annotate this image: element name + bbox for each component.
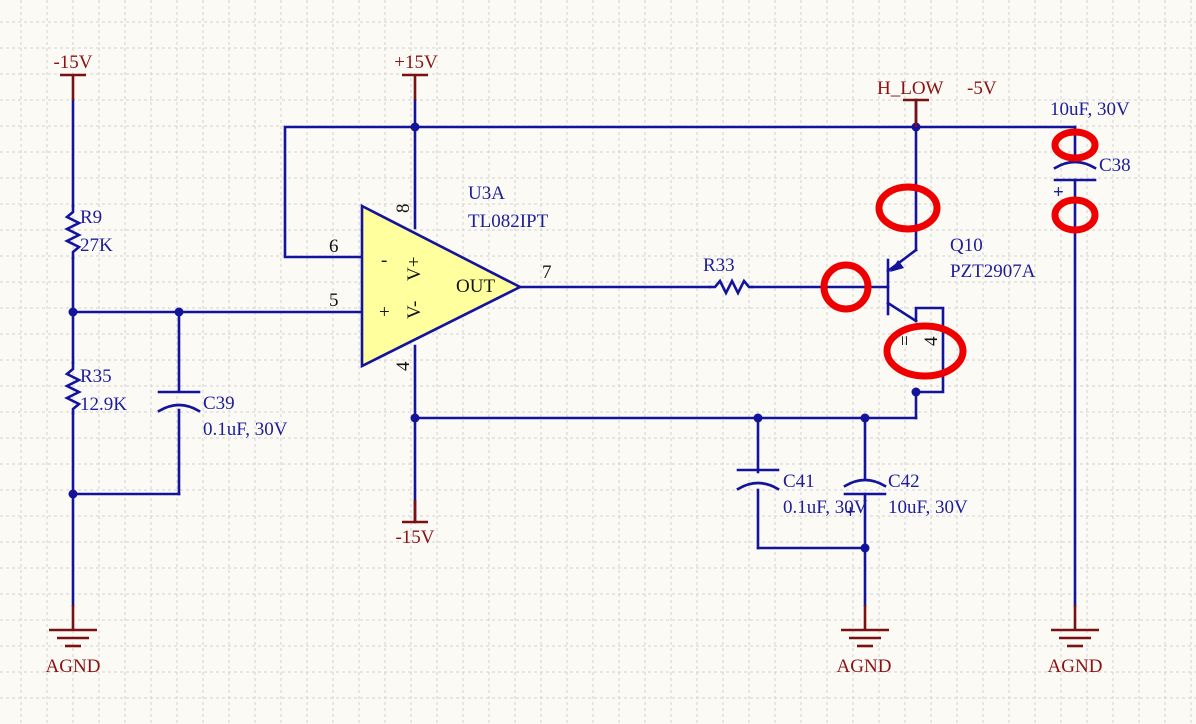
capacitor-ref: C38	[1099, 155, 1131, 176]
highlight-circle-q10-collector	[883, 322, 967, 380]
pin-number-4: 4	[393, 361, 414, 371]
opamp-vpos-label: V+	[404, 257, 425, 281]
resistor-zigzag	[64, 204, 82, 260]
polarity-plus-sign: +	[845, 502, 856, 523]
resistor-value: 27K	[80, 235, 113, 256]
opamp-ref: U3A	[468, 183, 505, 204]
opamp-body	[360, 203, 523, 369]
junction-dot	[410, 122, 420, 132]
polarity-plus-sign: +	[1053, 182, 1064, 203]
annotation-highlights	[820, 128, 1099, 380]
ground-label: AGND	[837, 656, 892, 677]
capacitor-curved-plate	[736, 481, 780, 491]
power-port-label: -15V	[53, 52, 92, 73]
junction-dot	[68, 489, 78, 499]
opamp-u3a[interactable]: - + V- V+ OUT U3A TL082IPT 6 5 7 8 4	[329, 183, 552, 371]
transistor-q10[interactable]: 4 = Q10 PZT2907A	[886, 228, 1036, 394]
junction-dot	[860, 543, 870, 553]
capacitor-value: 10uF, 30V	[1050, 99, 1130, 120]
capacitor-curved-plate	[1053, 160, 1097, 170]
agnd-symbol-middle[interactable]: AGND	[837, 605, 892, 677]
transistor-emitter-leg	[886, 248, 918, 273]
transistor-collector-pin-mark: =	[895, 335, 916, 346]
junction-dot	[410, 413, 420, 423]
capacitor-c39[interactable]: C39 0.1uF, 30V	[157, 390, 288, 440]
ground-label: AGND	[1048, 656, 1103, 677]
opamp-part: TL082IPT	[468, 211, 549, 232]
capacitor-c42[interactable]: + C42 10uF, 30V	[843, 471, 968, 523]
opamp-minus-label: -	[381, 250, 387, 271]
agnd-symbol-right[interactable]: AGND	[1048, 605, 1103, 677]
junction-dot	[753, 413, 763, 423]
capacitor-value: 0.1uF, 30V	[783, 497, 868, 518]
pin-number-7: 7	[542, 262, 552, 283]
capacitor-c41[interactable]: C41 0.1uF, 30V	[736, 468, 868, 518]
power-port-h-low[interactable]: H_LOW -5V	[877, 78, 997, 127]
pin-number-5: 5	[329, 290, 339, 311]
capacitor-ref: C42	[888, 471, 920, 492]
pin-number-8: 8	[393, 204, 414, 214]
resistor-r9[interactable]: R9 27K	[64, 204, 113, 260]
capacitor-curved-plate	[843, 478, 887, 488]
resistor-ref: R35	[80, 366, 112, 387]
capacitor-c38[interactable]: + C38 10uF, 30V	[1050, 99, 1131, 203]
wire-feedback	[283, 125, 1077, 259]
resistor-value: 12.9K	[80, 394, 127, 415]
power-port-neg15-bottom[interactable]: -15V	[395, 500, 435, 548]
resistor-ref: R33	[703, 255, 735, 276]
transistor-tab-pin-number: 4	[921, 336, 942, 346]
junction-dot	[174, 307, 184, 317]
power-port-value: -5V	[967, 78, 997, 99]
ground-label: AGND	[46, 656, 101, 677]
highlight-circle-q10-emitter	[875, 183, 941, 233]
wires	[68, 98, 1077, 607]
resistor-zigzag	[708, 278, 754, 296]
resistor-r33[interactable]: R33	[703, 255, 754, 296]
highlight-circle-c38-bottom	[1051, 196, 1099, 234]
power-port-neg15-top[interactable]: -15V	[53, 52, 93, 100]
power-port-label: H_LOW	[877, 78, 944, 99]
capacitor-value: 0.1uF, 30V	[203, 419, 288, 440]
transistor-collector-leg	[886, 301, 918, 323]
transistor-collector-lead	[914, 306, 945, 394]
capacitor-curved-plate	[157, 403, 201, 413]
resistor-ref: R9	[80, 207, 102, 228]
capacitor-value: 10uF, 30V	[888, 497, 968, 518]
transistor-emitter-arrow	[890, 260, 904, 272]
transistor-part: PZT2907A	[950, 261, 1036, 282]
resistor-r35[interactable]: R35 12.9K	[64, 361, 127, 415]
opamp-plus-label: +	[379, 302, 390, 323]
power-port-pos15[interactable]: +15V	[394, 52, 438, 100]
pin-number-6: 6	[329, 236, 339, 257]
junction-dot	[860, 413, 870, 423]
capacitor-ref: C39	[203, 393, 235, 414]
resistor-zigzag	[64, 361, 82, 415]
opamp-out-label: OUT	[456, 276, 495, 297]
power-port-label: +15V	[394, 52, 438, 73]
transistor-ref: Q10	[950, 235, 983, 256]
highlight-circle-q10-base	[820, 261, 872, 313]
highlight-circle-c38-top	[1051, 128, 1099, 162]
power-port-label: -15V	[395, 527, 434, 548]
opamp-vneg-label: V-	[404, 301, 425, 319]
agnd-symbol-left[interactable]: AGND	[46, 605, 101, 677]
junction-dot	[68, 307, 78, 317]
capacitor-ref: C41	[783, 471, 815, 492]
